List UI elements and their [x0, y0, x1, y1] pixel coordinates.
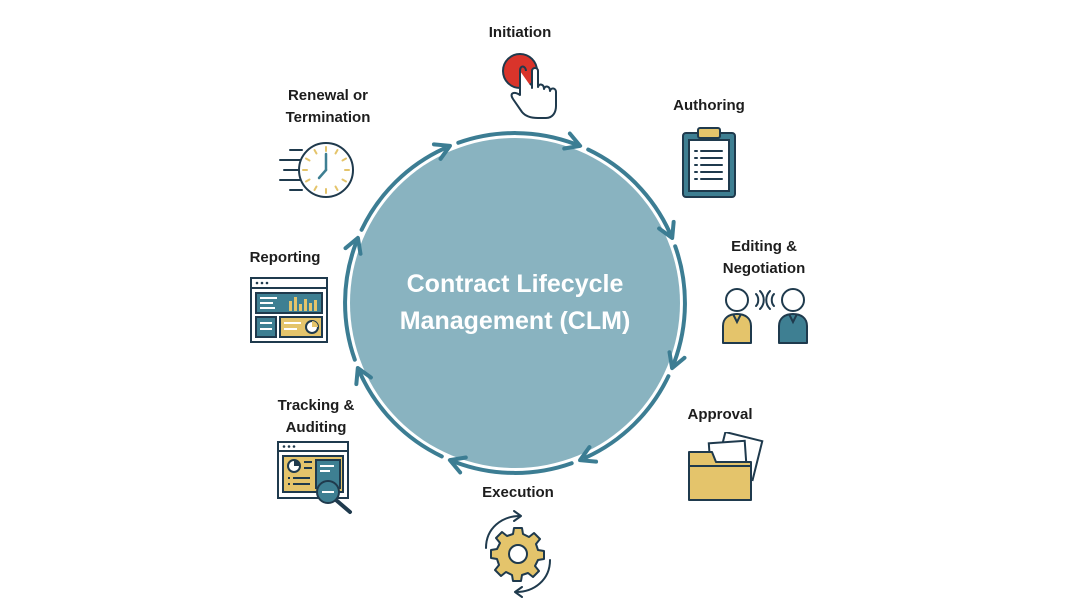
cycle-arrow-editing [667, 244, 687, 371]
stage-label-approval: Approval [687, 406, 753, 423]
dashboard-icon [250, 277, 328, 343]
pointer-click-icon [502, 53, 557, 119]
stage-label-initiation: Initiation [488, 24, 552, 41]
stage-label-reporting: Reporting [249, 249, 321, 266]
cycle-arrow-initiation [456, 131, 583, 151]
cycle-arrow-tracking [354, 366, 444, 459]
cycle-arrow-execution [447, 455, 574, 475]
clock-icon [279, 142, 354, 198]
stage-label-tracking: Tracking & Auditing [277, 397, 355, 436]
stage-label-authoring: Authoring [673, 97, 745, 114]
cycle-arrows [343, 131, 687, 475]
gear-cycle-icon [485, 510, 551, 598]
stage-label-renewal: Renewal or Termination [285, 87, 371, 126]
cycle-arrow-authoring [586, 147, 676, 240]
stage-label-editing: Editing & Negotiation [722, 238, 806, 277]
magnifier-dashboard-icon [277, 441, 352, 514]
diagram-title: Contract Lifecycle Management (CLM) [399, 270, 631, 335]
stage-label-execution: Execution [482, 484, 554, 501]
people-talking-icon [722, 288, 808, 344]
clipboard-icon [682, 127, 736, 198]
center-circle [350, 138, 680, 468]
cycle-arrow-reporting [343, 235, 363, 362]
cycle-arrow-renewal [359, 142, 452, 232]
folder-icon [688, 432, 764, 501]
cycle-arrow-approval [578, 374, 671, 464]
